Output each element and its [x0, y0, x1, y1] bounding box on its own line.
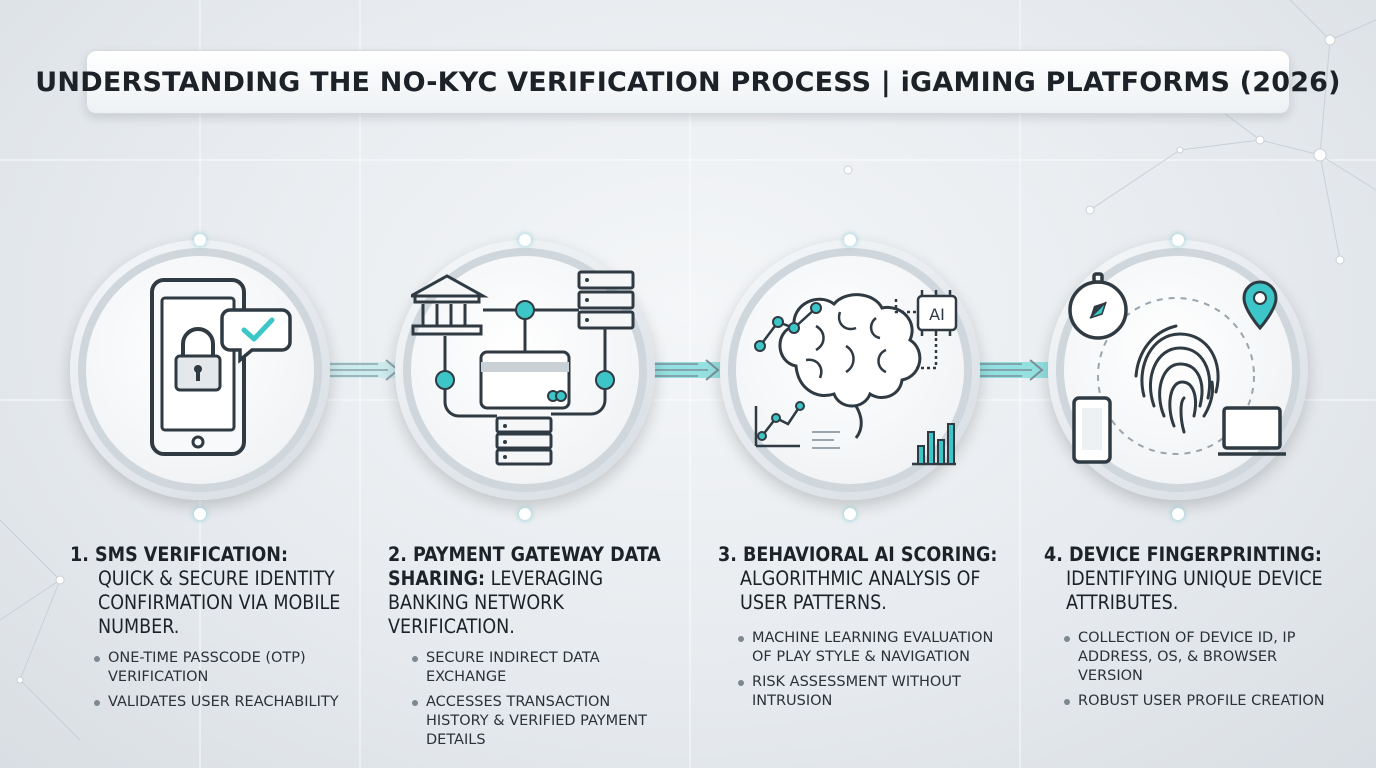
- title-banner: UNDERSTANDING THE NO-KYC VERIFICATION PR…: [35, 50, 1341, 114]
- step-1-heading-block: 1. SMS VERIFICATION: QUICK & SECURE IDEN…: [70, 543, 350, 639]
- step-1-heading: 1. SMS VERIFICATION:: [70, 543, 288, 566]
- step-4-inner: [1064, 256, 1292, 484]
- connector-arrow-3: [962, 359, 1052, 381]
- smartphone-lock-check-icon: [150, 278, 292, 456]
- page-title: UNDERSTANDING THE NO-KYC VERIFICATION PR…: [35, 66, 1341, 98]
- step-4-heading: 4. DEVICE FINGERPRINTING:: [1044, 543, 1322, 566]
- step-2-heading-block: 2. PAYMENT GATEWAY DATA SHARING: LEVERAG…: [388, 543, 668, 639]
- step-2-subheading: LEVERAGING BANKING NETWORK VERIFICATION.: [388, 567, 604, 638]
- step-1-inner: [86, 256, 314, 484]
- connector-arrow-2: [638, 359, 728, 381]
- step-3-inner: AI: [736, 256, 964, 484]
- step-2-heading: 2. PAYMENT GATEWAY DATA SHARING:: [388, 543, 661, 590]
- fingerprint-devices-icon: [1068, 272, 1286, 464]
- step-1-bullets: ONE-TIME PASSCODE (OTP) VERIFICATION VAL…: [70, 649, 350, 712]
- step-4-bullets: COLLECTION OF DEVICE ID, IP ADDRESS, OS,…: [1044, 629, 1344, 711]
- step-1-bullet: VALIDATES USER REACHABILITY: [92, 693, 350, 712]
- step-2-inner: [411, 256, 639, 484]
- step-3-subheading: ALGORITHMIC ANALYSIS OF USER PATTERNS.: [740, 567, 981, 614]
- step-1-subheading: QUICK & SECURE IDENTITY CONFIRMATION VIA…: [98, 567, 341, 638]
- step-4-top-node: [1172, 234, 1184, 246]
- step-4-circle: [1048, 240, 1308, 530]
- step-3-bullets: MACHINE LEARNING EVALUATION OF PLAY STYL…: [718, 629, 998, 711]
- step-3-bullet: RISK ASSESSMENT WITHOUT INTRUSION: [736, 673, 998, 711]
- step-3-heading-block: 3. BEHAVIORAL AI SCORING: ALGORITHMIC AN…: [718, 543, 998, 615]
- step-4-subheading: IDENTIFYING UNIQUE DEVICE ATTRIBUTES.: [1066, 567, 1323, 614]
- ai-chip-label: AI: [929, 305, 945, 324]
- step-1-bottom-node: [194, 508, 206, 520]
- step-3-top-node: [844, 234, 856, 246]
- brain-ai-analytics-icon: AI: [754, 290, 958, 466]
- step-3-heading: 3. BEHAVIORAL AI SCORING:: [718, 543, 998, 566]
- step-4-heading-block: 4. DEVICE FINGERPRINTING: IDENTIFYING UN…: [1044, 543, 1344, 615]
- step-2-bullet: SECURE INDIRECT DATA EXCHANGE: [410, 649, 668, 687]
- step-3-bullet: MACHINE LEARNING EVALUATION OF PLAY STYL…: [736, 629, 998, 667]
- step-2-bullet: ACCESSES TRANSACTION HISTORY & VERIFIED …: [410, 693, 668, 750]
- step-2-text: 2. PAYMENT GATEWAY DATA SHARING: LEVERAG…: [388, 543, 668, 756]
- step-2-bottom-node: [519, 508, 531, 520]
- step-3-text: 3. BEHAVIORAL AI SCORING: ALGORITHMIC AN…: [718, 543, 998, 717]
- step-2-bullets: SECURE INDIRECT DATA EXCHANGE ACCESSES T…: [388, 649, 668, 750]
- step-1-circle: [70, 240, 330, 530]
- bank-card-network-icon: [411, 270, 635, 466]
- step-2-top-node: [519, 234, 531, 246]
- step-1-bullet: ONE-TIME PASSCODE (OTP) VERIFICATION: [92, 649, 350, 687]
- connector-arrow-1: [318, 359, 408, 381]
- step-4-bullet: COLLECTION OF DEVICE ID, IP ADDRESS, OS,…: [1062, 629, 1344, 686]
- step-1-top-node: [194, 234, 206, 246]
- step-4-text: 4. DEVICE FINGERPRINTING: IDENTIFYING UN…: [1044, 543, 1344, 717]
- step-4-bottom-node: [1172, 508, 1184, 520]
- step-1-text: 1. SMS VERIFICATION: QUICK & SECURE IDEN…: [70, 543, 350, 718]
- step-3-circle: AI: [720, 240, 980, 530]
- step-4-bullet: ROBUST USER PROFILE CREATION: [1062, 692, 1344, 711]
- step-3-bottom-node: [844, 508, 856, 520]
- step-2-circle: [395, 240, 655, 530]
